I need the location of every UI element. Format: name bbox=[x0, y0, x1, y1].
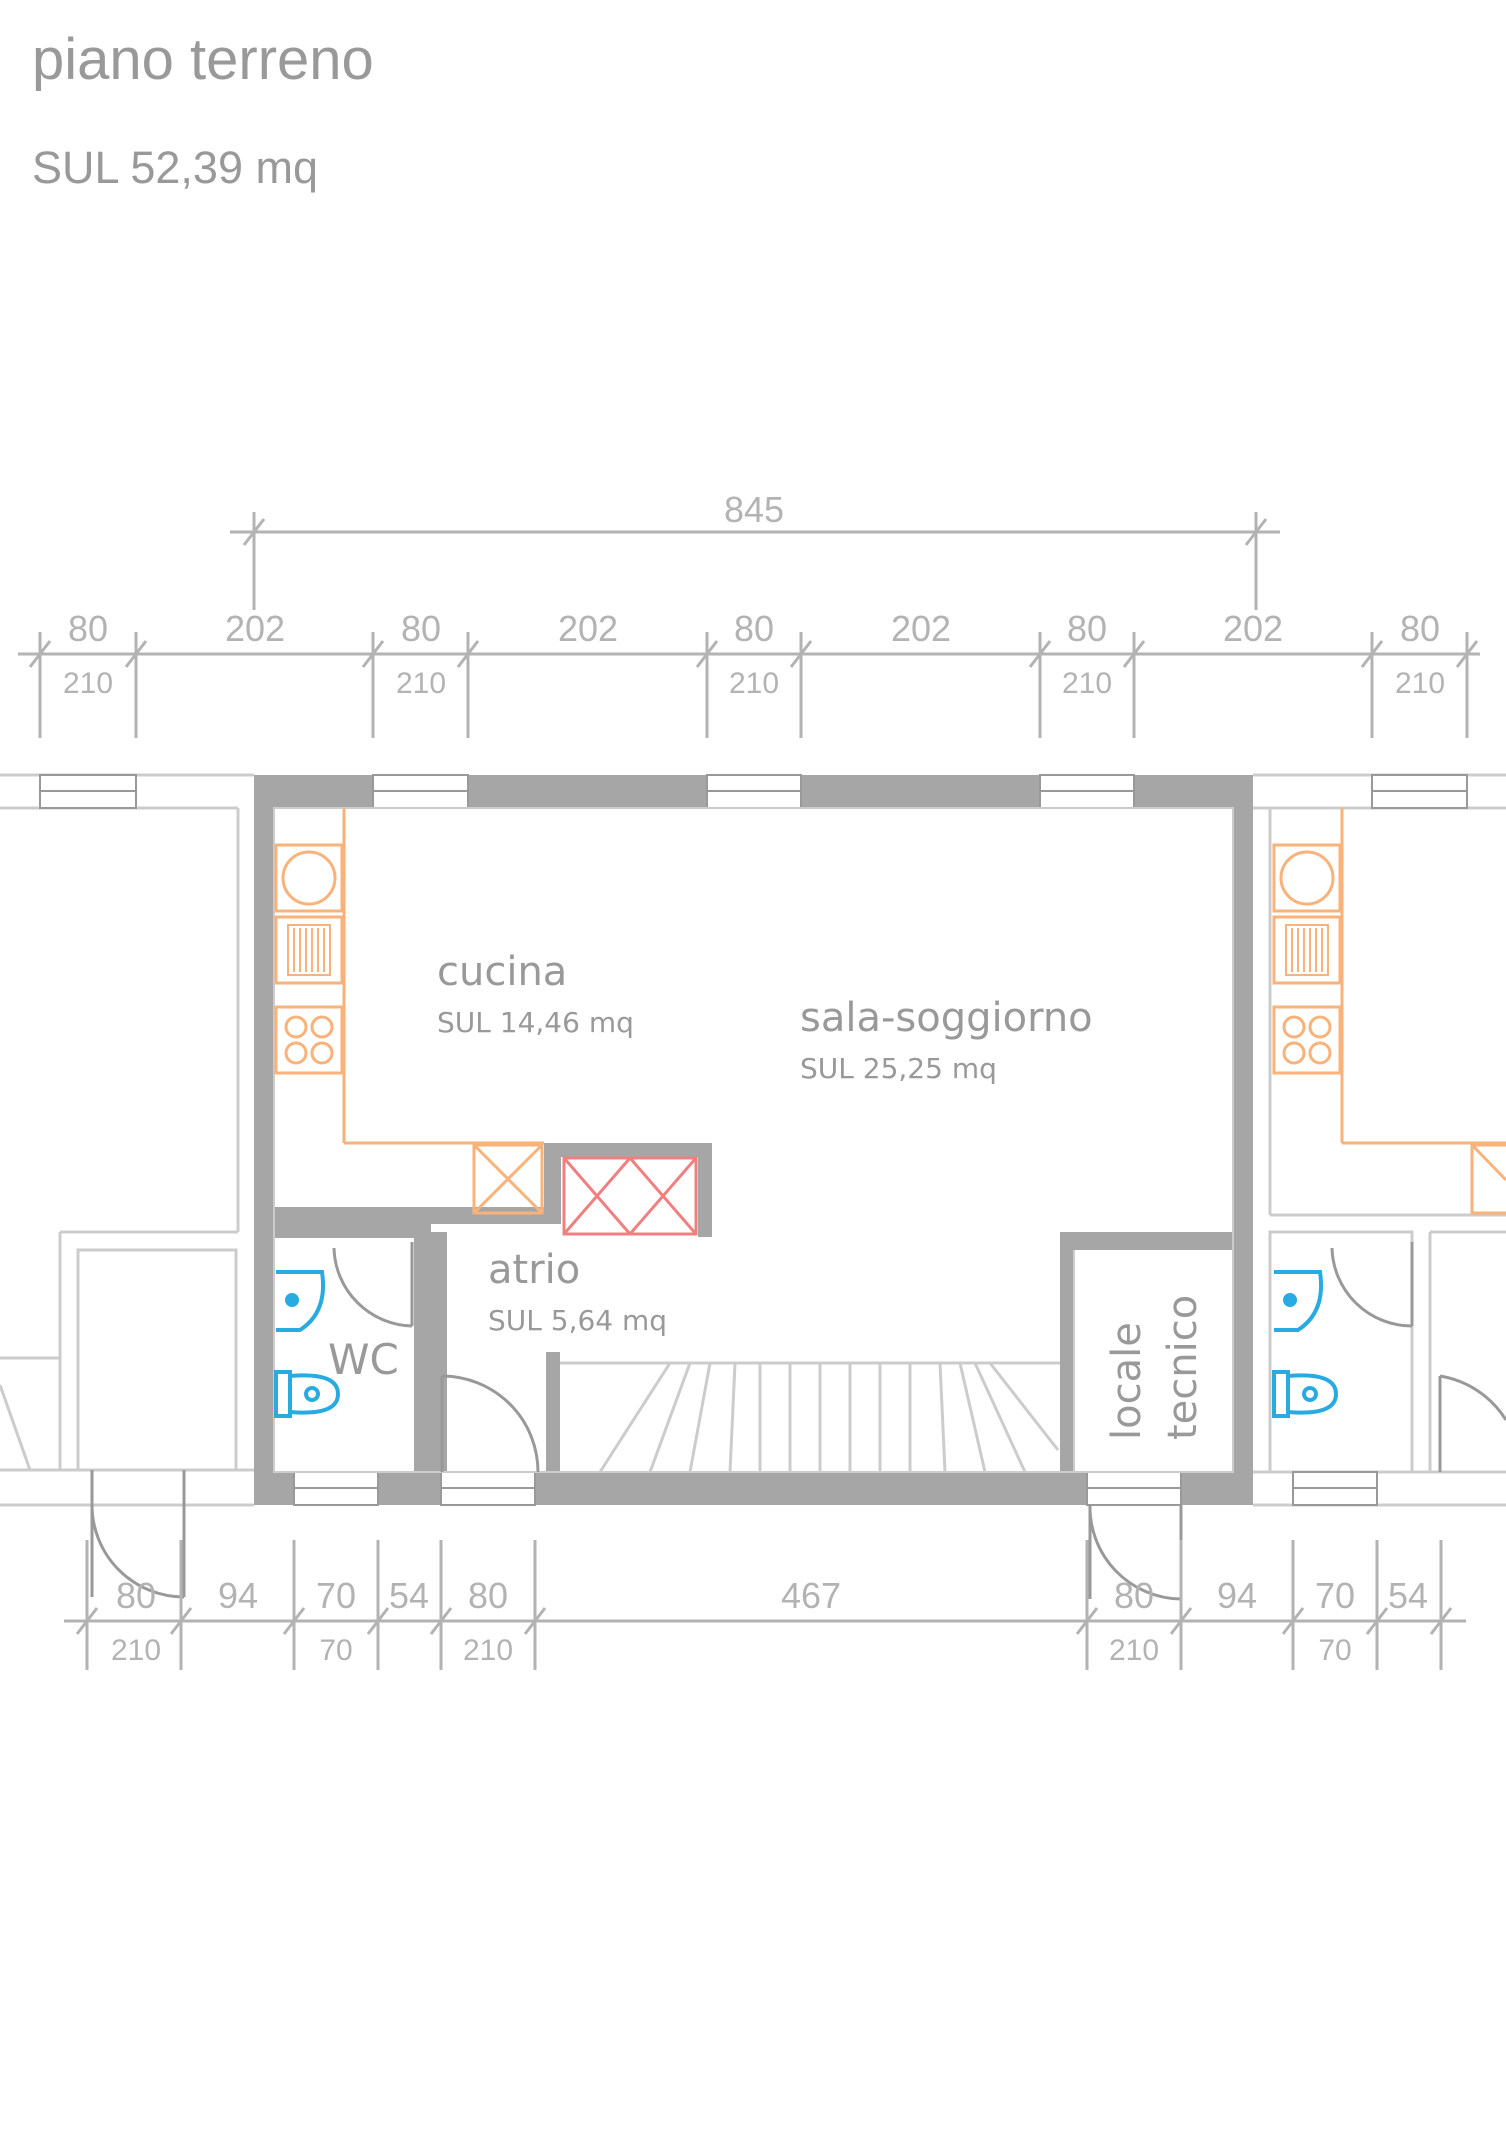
kitchen-counter bbox=[1272, 808, 1506, 1215]
room-name-locale: locale bbox=[1104, 1322, 1150, 1440]
washing-machine-icon bbox=[1279, 850, 1335, 906]
entrance-door bbox=[1086, 1471, 1182, 1506]
bottom-dimension-chain bbox=[64, 1540, 1466, 1670]
door-swing bbox=[1330, 1242, 1506, 1472]
opening-height-label: 210 bbox=[1395, 667, 1445, 700]
spacing-label: 202 bbox=[225, 608, 285, 649]
window bbox=[1371, 774, 1468, 809]
overall-dimension bbox=[230, 512, 1280, 610]
window bbox=[706, 774, 802, 809]
window bbox=[293, 1471, 379, 1506]
room-area-cucina: SUL 14,46 mq bbox=[437, 1006, 634, 1039]
kitchen-shaft-icon bbox=[472, 1143, 544, 1215]
washing-machine-icon bbox=[281, 850, 337, 906]
bottom-height-label: 70 bbox=[1318, 1634, 1351, 1667]
door-opening bbox=[440, 1471, 536, 1506]
washbasin-icon bbox=[1274, 1270, 1323, 1332]
kitchen-counter bbox=[274, 808, 544, 1145]
room-area-sala: SUL 25,25 mq bbox=[800, 1052, 997, 1085]
bottom-dimension-label: 70 bbox=[316, 1575, 356, 1616]
bottom-height-label: 70 bbox=[319, 1634, 352, 1667]
opening-width-label: 80 bbox=[1400, 608, 1440, 649]
staircase bbox=[560, 1361, 1060, 1473]
wc-door bbox=[332, 1242, 414, 1328]
room-name-wc: WC bbox=[328, 1335, 399, 1384]
bottom-dimension-label: 54 bbox=[389, 1575, 429, 1616]
room-area-atrio: SUL 5,64 mq bbox=[488, 1304, 667, 1337]
sink-drainer-icon bbox=[1285, 924, 1329, 976]
bottom-height-label: 210 bbox=[463, 1634, 513, 1667]
overall-dimension-label: 845 bbox=[724, 489, 784, 530]
sink-drainer-icon bbox=[287, 924, 331, 976]
opening-height-label: 210 bbox=[396, 667, 446, 700]
inner-outline bbox=[273, 807, 1234, 1473]
cooktop-icon bbox=[1282, 1015, 1332, 1065]
room-name-tecnico: tecnico bbox=[1160, 1295, 1206, 1440]
bottom-dimension-label: 70 bbox=[1315, 1575, 1355, 1616]
cooktop-icon bbox=[284, 1015, 334, 1065]
toilet-icon bbox=[1272, 1370, 1339, 1418]
spacing-label: 202 bbox=[558, 608, 618, 649]
spacing-label: 202 bbox=[1223, 608, 1283, 649]
room-name-atrio: atrio bbox=[488, 1247, 580, 1293]
window bbox=[372, 774, 469, 809]
bottom-dimension-label: 80 bbox=[116, 1575, 156, 1616]
total-area-subtitle: SUL 52,39 mq bbox=[32, 142, 318, 193]
bottom-height-label: 210 bbox=[1109, 1634, 1159, 1667]
bottom-dimension-label: 54 bbox=[1388, 1575, 1428, 1616]
neighbour-unit-right bbox=[1253, 773, 1506, 1507]
toilet-icon bbox=[274, 1370, 341, 1418]
page-title: piano terreno bbox=[32, 27, 374, 92]
atrio-door bbox=[440, 1374, 540, 1473]
chimney-shaft-icon bbox=[562, 1156, 698, 1236]
spacing-label: 202 bbox=[891, 608, 951, 649]
bottom-dimension-label: 94 bbox=[218, 1575, 258, 1616]
window bbox=[39, 774, 137, 809]
window bbox=[1039, 774, 1135, 809]
room-name-cucina: cucina bbox=[437, 949, 567, 995]
neighbour-unit-left bbox=[0, 773, 254, 1599]
opening-height-label: 210 bbox=[1062, 667, 1112, 700]
bottom-dimension-label: 467 bbox=[781, 1575, 841, 1616]
bottom-dimension-label: 80 bbox=[1114, 1575, 1154, 1616]
bottom-height-label: 210 bbox=[111, 1634, 161, 1667]
opening-width-label: 80 bbox=[1067, 608, 1107, 649]
window bbox=[1292, 1471, 1378, 1506]
bottom-dimension-label: 94 bbox=[1217, 1575, 1257, 1616]
opening-width-label: 80 bbox=[68, 608, 108, 649]
washbasin-icon bbox=[276, 1270, 325, 1332]
bottom-dimension-label: 80 bbox=[468, 1575, 508, 1616]
room-name-sala: sala-soggiorno bbox=[800, 995, 1093, 1041]
opening-height-label: 210 bbox=[63, 667, 113, 700]
opening-width-label: 80 bbox=[401, 608, 441, 649]
opening-width-label: 80 bbox=[734, 608, 774, 649]
opening-height-label: 210 bbox=[729, 667, 779, 700]
top-dimension-chain bbox=[18, 632, 1480, 738]
